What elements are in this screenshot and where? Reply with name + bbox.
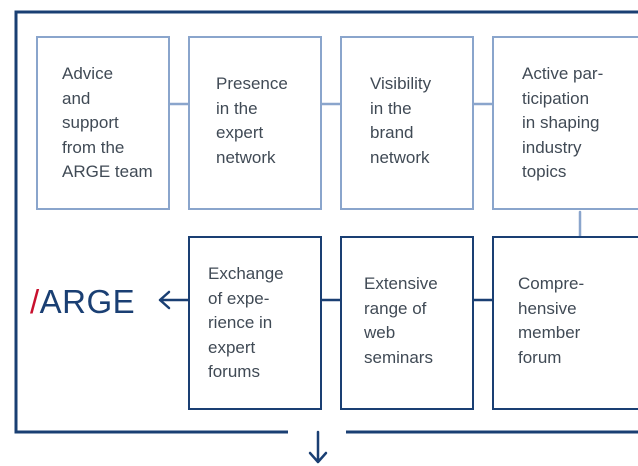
- arrow-down-icon: [308, 430, 328, 464]
- step-box-advice: Advice and support from the ARGE team: [36, 36, 170, 210]
- step-box-presence: Presence in the expert network: [188, 36, 322, 210]
- step-label: Extensive range of web seminars: [364, 274, 438, 367]
- step-box-active-participation: Active par- ticipation in shaping indust…: [492, 36, 638, 210]
- step-label: Presence in the expert network: [216, 74, 288, 167]
- step-box-member-forum: Compre- hensive member forum: [492, 236, 638, 410]
- logo-text: ARGE: [39, 283, 136, 320]
- step-label: Exchange of expe- rience in expert forum…: [208, 264, 284, 381]
- step-label: Visibility in the brand network: [370, 74, 432, 167]
- step-label: Compre- hensive member forum: [518, 274, 585, 367]
- logo-slash: /: [30, 283, 40, 320]
- arge-logo: /ARGE: [30, 282, 135, 322]
- arrow-icon: [158, 290, 190, 310]
- step-label: Advice and support from the ARGE team: [62, 64, 153, 181]
- step-box-web-seminars: Extensive range of web seminars: [340, 236, 474, 410]
- step-label: Active par- ticipation in shaping indust…: [522, 64, 604, 181]
- step-box-visibility: Visibility in the brand network: [340, 36, 474, 210]
- step-box-exchange-experience: Exchange of expe- rience in expert forum…: [188, 236, 322, 410]
